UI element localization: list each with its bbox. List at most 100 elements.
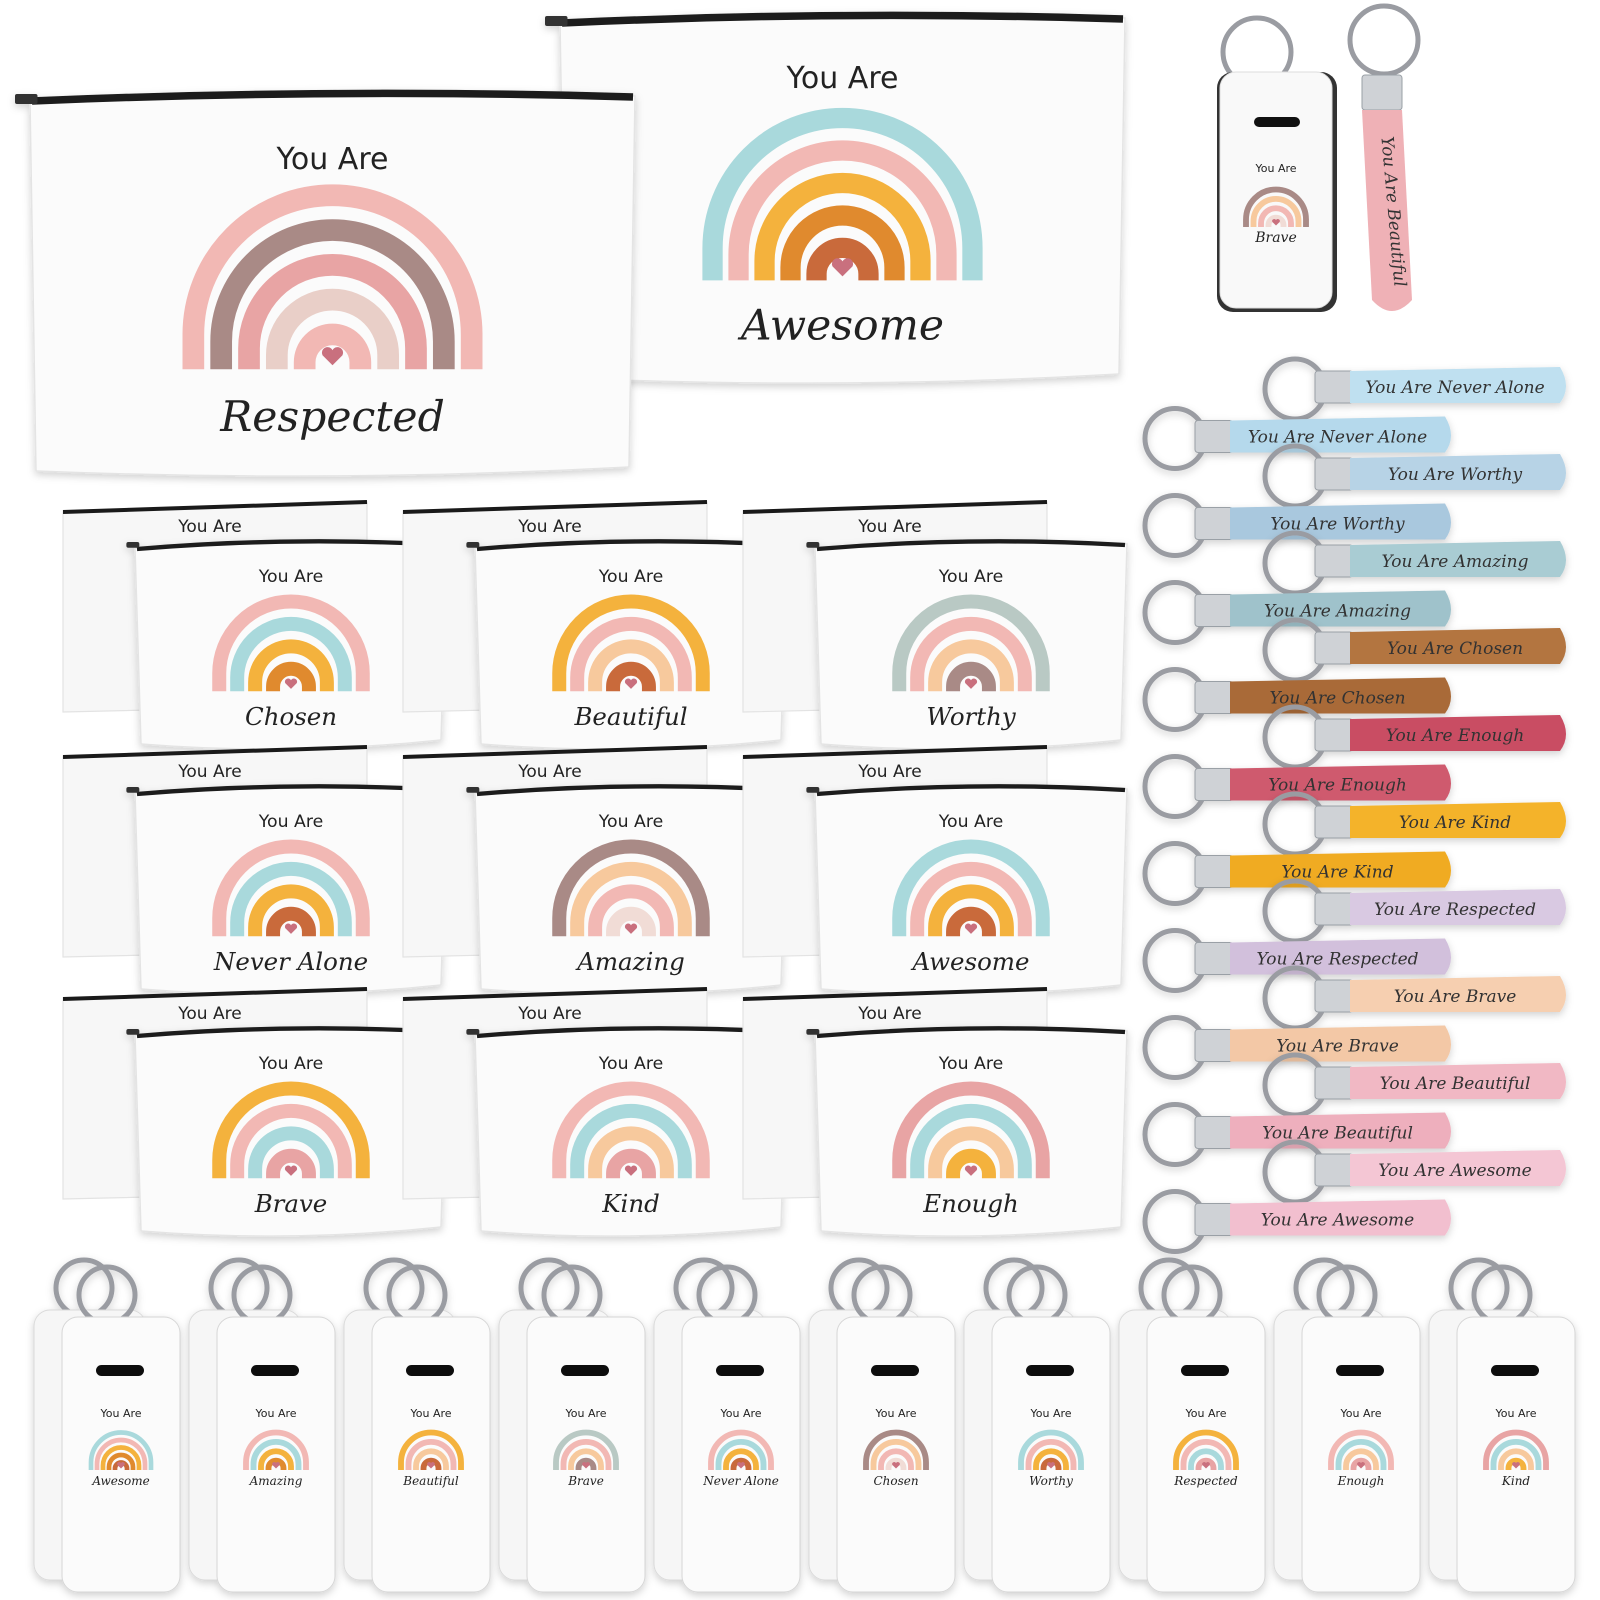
metal-clasp [1194, 855, 1234, 888]
heart-icon [964, 923, 978, 934]
strap-band [1230, 1199, 1451, 1236]
strap-label: You Are Never Alone [1365, 378, 1544, 398]
rainbow-band [606, 1148, 656, 1179]
heart-icon [272, 1462, 280, 1469]
rainbow-band [806, 237, 879, 281]
rainbow-band [88, 1430, 154, 1470]
wristlet-strap-keychain: You Are Brave [1142, 1015, 1451, 1080]
heart-icon [284, 1165, 298, 1176]
you-are-label: You Are [254, 1407, 296, 1420]
strap-band [1350, 454, 1566, 490]
you-are-label: You Are [786, 61, 899, 96]
zipper [816, 539, 1126, 552]
metal-clasp [1314, 1153, 1354, 1187]
rainbow-band [552, 594, 710, 692]
rainbow-band [1173, 1429, 1239, 1470]
strap-band [1350, 628, 1566, 664]
you-are-label: You Are [1494, 1407, 1536, 1420]
rainbow-band [588, 884, 674, 937]
holder-slot [96, 1365, 144, 1376]
wristlet-strap-keychain: You Are Respected [1142, 928, 1451, 993]
holder-slot [406, 1365, 454, 1376]
chapstick-holder [216, 1316, 336, 1593]
rainbow-band [1025, 1438, 1077, 1470]
heart-icon [831, 258, 854, 277]
strap-label: You Are Beautiful [1380, 1074, 1531, 1094]
metal-clasp [1314, 1066, 1354, 1100]
zipper-pull-icon [806, 1029, 820, 1035]
rainbow-band [94, 1437, 148, 1470]
zipper [31, 89, 634, 105]
strap-label: You Are Never Alone [1248, 428, 1427, 448]
rainbow-graphic [892, 1081, 1050, 1179]
you-are-label: You Are [857, 1004, 921, 1024]
heart-icon [624, 923, 638, 934]
rainbow-band [248, 884, 334, 937]
you-are-label: You Are [99, 1407, 141, 1420]
you-are-label: You Are [258, 567, 323, 587]
rainbow-band [1018, 1429, 1084, 1470]
rainbow-band [606, 661, 656, 692]
heart-icon [737, 1462, 745, 1469]
heart-icon [624, 1165, 638, 1176]
rainbow-band [248, 639, 334, 692]
rainbow-band [266, 661, 316, 692]
affirmation-word: Kind [601, 1189, 660, 1218]
metal-clasp [1314, 718, 1354, 752]
heart-icon [1202, 1462, 1210, 1469]
heart-icon [1047, 1462, 1055, 1469]
rainbow-band [570, 616, 692, 692]
rainbow-graphic [708, 1429, 774, 1470]
rainbow-band [552, 1081, 710, 1179]
rainbow-graphic [552, 594, 710, 692]
rainbow-band [258, 1448, 294, 1470]
strap-label: You Are Beautiful [1262, 1124, 1413, 1144]
metal-clasp [1194, 1203, 1234, 1236]
wristlet-strap-keychain: You Are Amazing [1262, 530, 1566, 596]
affirmation-word: Brave [1254, 230, 1297, 246]
rainbow-band [182, 184, 483, 370]
rainbow-band [1243, 186, 1309, 227]
rainbow-band [946, 1148, 996, 1179]
rainbow-band [575, 1457, 597, 1470]
rainbow-band [112, 1460, 130, 1470]
rainbow-graphic [1483, 1429, 1549, 1470]
rainbow-graphic [212, 594, 370, 692]
rainbow-band [1265, 214, 1287, 227]
rainbow-band [1483, 1429, 1549, 1470]
rainbow-band [892, 594, 1050, 692]
rainbow-graphic [553, 1429, 619, 1470]
rainbow-band [892, 839, 1050, 937]
strap-band [1350, 715, 1566, 751]
rainbow-band [413, 1448, 449, 1470]
strap-band [1230, 938, 1451, 975]
zipper [816, 784, 1126, 797]
rainbow-band [928, 884, 1014, 937]
strap-band [1230, 416, 1451, 453]
rainbow-band [870, 1438, 922, 1470]
wristlet-strap-keychain: You Are Amazing [1142, 580, 1451, 645]
rainbow-band [723, 1448, 759, 1470]
you-are-label: You Are [857, 517, 921, 537]
affirmation-word: Respected [219, 393, 445, 442]
rainbow-band [1195, 1457, 1217, 1470]
heart-icon [284, 678, 298, 689]
rainbow-band [928, 1126, 1014, 1179]
rainbow-graphic [863, 1429, 929, 1470]
strap-label: You Are Kind [1399, 813, 1511, 833]
rainbow-band [420, 1457, 442, 1470]
strap-band [1230, 851, 1451, 888]
strap-label: You Are Awesome [1261, 1211, 1414, 1231]
rainbow-band [910, 861, 1032, 937]
rainbow-band [212, 1081, 370, 1179]
you-are-label: You Are [177, 1004, 241, 1024]
heart-icon [624, 678, 638, 689]
